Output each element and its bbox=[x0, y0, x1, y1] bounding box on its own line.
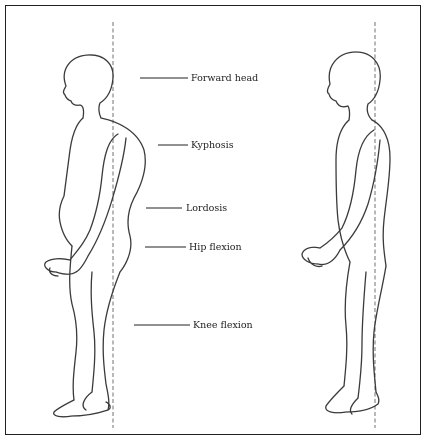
faulty-posture-figure bbox=[45, 22, 146, 428]
ideal-posture-figure bbox=[302, 22, 390, 428]
label-forward-head: Forward head bbox=[191, 73, 258, 84]
label-lordosis: Lordosis bbox=[186, 203, 227, 214]
label-kyphosis: Kyphosis bbox=[191, 140, 234, 151]
annotations: Forward head Kyphosis Lordosis Hip flexi… bbox=[134, 73, 258, 331]
label-hip-flexion: Hip flexion bbox=[189, 242, 242, 253]
label-knee-flexion: Knee flexion bbox=[193, 320, 253, 331]
